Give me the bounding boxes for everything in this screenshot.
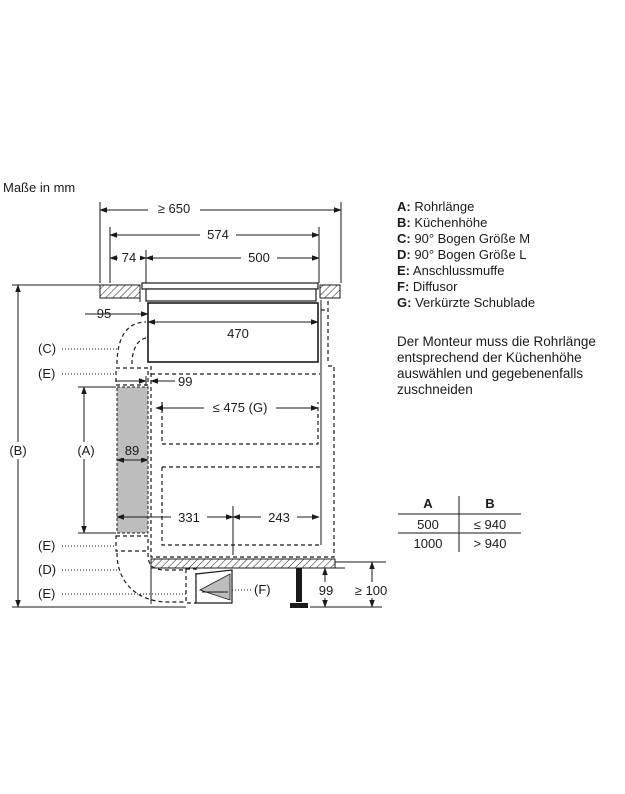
dim-243: 243: [268, 510, 290, 525]
dim-470: 470: [227, 326, 249, 341]
cabinet: 470 ≤ 475 (G): [147, 300, 336, 604]
legend-item-A: A: Rohrlänge: [397, 199, 474, 214]
table-cell-r2-b: > 940: [474, 536, 507, 551]
table-cell-r1-a: 500: [417, 517, 439, 532]
worktop: [99, 282, 341, 302]
table-cell-r2-a: 1000: [414, 536, 443, 551]
duct: 89: [115, 321, 233, 604]
dim-99-top: 99: [178, 374, 192, 389]
table-header-B: B: [485, 496, 494, 511]
legend-item-F: F: Diffusor: [397, 279, 458, 294]
dim-74: 74: [122, 250, 136, 265]
depth-dimensions: 331 243: [116, 506, 320, 555]
label-C: (C): [38, 341, 56, 356]
dim-99-bottom: 99: [319, 583, 333, 598]
label-F: (F): [254, 582, 271, 597]
dim-475-g: ≤ 475 (G): [213, 400, 268, 415]
label-D: (D): [38, 562, 56, 577]
dim-95-group: 95: [85, 306, 149, 321]
label-B: (B): [9, 443, 26, 458]
label-E-lower: (E): [38, 538, 55, 553]
length-table: A B 500 ≤ 940 1000 > 940: [398, 496, 521, 552]
legend: A: Rohrlänge B: Küchenhöhe C: 90° Bogen …: [397, 199, 535, 310]
dim-331: 331: [178, 510, 200, 525]
units-caption: Maße in mm: [3, 180, 75, 195]
legend-item-D: D: 90° Bogen Größe L: [397, 247, 527, 262]
table-header-A: A: [423, 496, 433, 511]
part-labels: (C) (E) (E) (D) (E) (F): [38, 341, 271, 601]
dim-99-top-group: 99: [116, 374, 192, 389]
dim-500: 500: [248, 250, 270, 265]
label-E-upper: (E): [38, 366, 55, 381]
dim-100: ≥ 100: [355, 583, 387, 598]
dim-574: 574: [207, 227, 229, 242]
table-cell-r1-b: ≤ 940: [474, 517, 506, 532]
label-E-bottom: (E): [38, 586, 55, 601]
legend-item-C: C: 90° Bogen Größe M: [397, 231, 530, 246]
installer-note: Der Monteur muss die Rohrlänge entsprech…: [397, 334, 596, 397]
dim-650: ≥ 650: [158, 201, 190, 216]
label-A: (A): [77, 443, 94, 458]
top-dimensions: ≥ 650 574 74 500: [99, 201, 342, 283]
bottom-height-dimensions: 99 ≥ 100: [310, 561, 393, 608]
dim-95: 95: [97, 306, 111, 321]
dim-89: 89: [125, 443, 139, 458]
legend-item-G: G: Verkürzte Schublade: [397, 295, 535, 310]
legend-item-B: B: Küchenhöhe: [397, 215, 487, 230]
cabinet-foot: [290, 568, 308, 608]
legend-item-E: E: Anschlussmuffe: [397, 263, 504, 278]
left-dimensions: (B) (A): [6, 284, 186, 608]
